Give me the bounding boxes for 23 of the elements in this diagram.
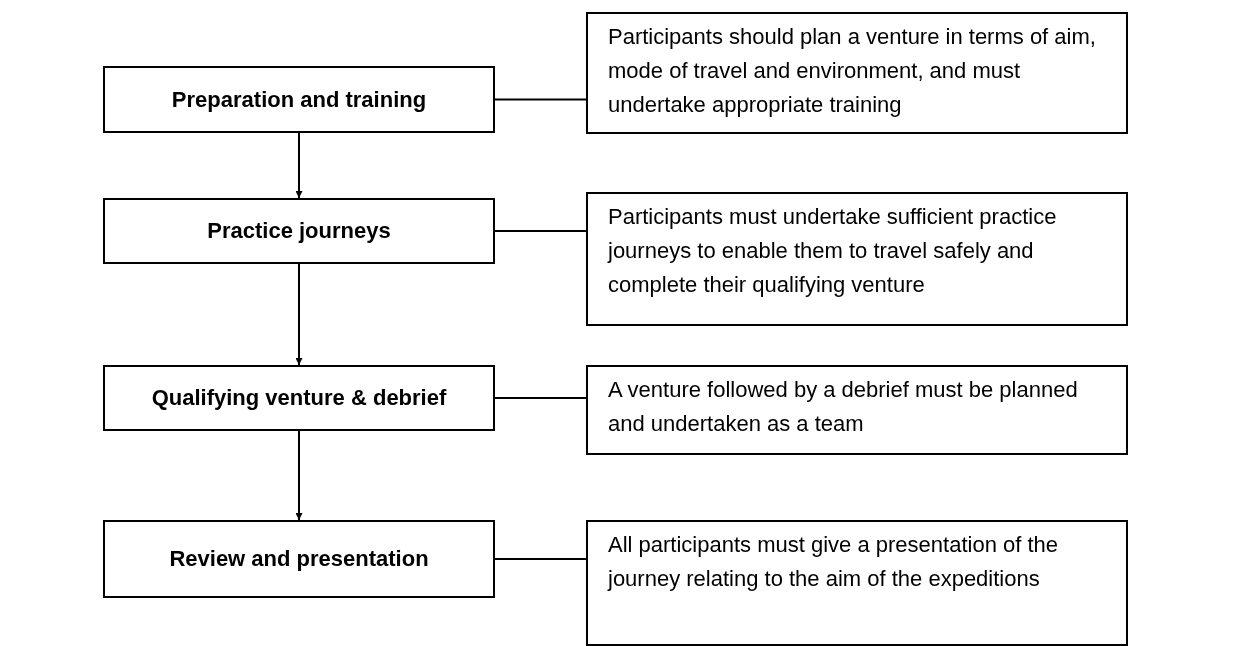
description-text: Participants should plan a venture in terms of aim, mode of travel and environment, and must undertake appropriate training bbox=[608, 23, 1097, 119]
step-label: Qualifying venture & debrief bbox=[151, 385, 447, 411]
connector-line bbox=[494, 397, 587, 399]
arrow bbox=[295, 132, 303, 199]
step-label: Preparation and training bbox=[171, 86, 427, 113]
note-box bbox=[586, 12, 1128, 134]
description-text: A venture followed by a debrief must be planned and undertaken as a team bbox=[608, 376, 1079, 438]
step-label: Review and presentation bbox=[169, 546, 429, 572]
connector-line bbox=[494, 558, 587, 560]
connector-line bbox=[494, 98, 587, 101]
description-text: Participants must undertake sufficient practice journeys to enable them to travel safely and complete their qualifying venture bbox=[608, 203, 1058, 299]
description-text: All participants must give a presentation of the journey relating to the aim of the expeditions bbox=[608, 531, 1060, 593]
note-box bbox=[586, 520, 1128, 646]
arrow bbox=[295, 430, 303, 521]
process-box bbox=[103, 66, 495, 133]
note-box bbox=[586, 365, 1128, 455]
process-box bbox=[103, 365, 495, 431]
connector-line bbox=[494, 230, 587, 232]
note-box bbox=[586, 192, 1128, 326]
process-box bbox=[103, 520, 495, 598]
process-box bbox=[103, 198, 495, 264]
arrow bbox=[295, 263, 303, 366]
step-label: Practice journeys bbox=[207, 218, 391, 244]
